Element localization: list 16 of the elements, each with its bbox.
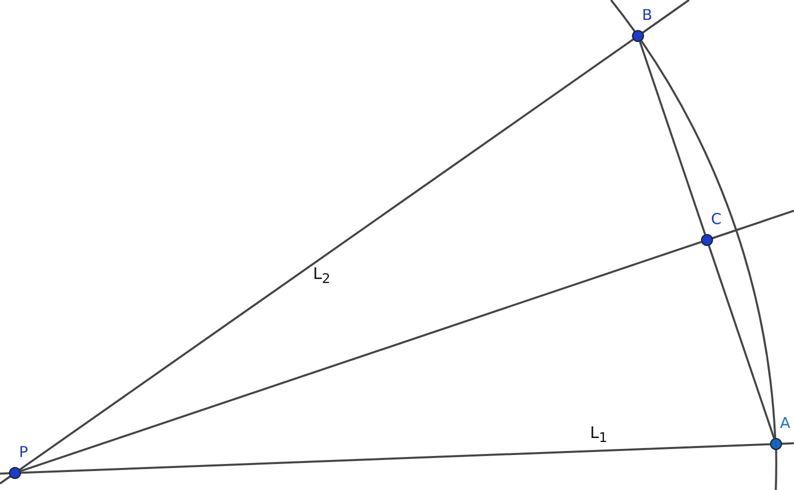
point-label: A: [780, 416, 790, 431]
line-label: L$_{2}$: [313, 266, 330, 287]
line-label: L$_{1}$: [590, 425, 608, 446]
point-marker: [770, 438, 782, 450]
point-marker: [632, 30, 644, 42]
point-label: P: [19, 445, 28, 460]
line-segment: [19, 38, 634, 470]
line-segment: [20, 443, 770, 474]
point-marker: [9, 467, 21, 479]
line-segment: [638, 41, 706, 235]
line-segment: [20, 240, 702, 472]
point-label: C: [711, 212, 722, 227]
circle-arc: [640, 40, 776, 438]
point-marker: [701, 234, 713, 246]
line-segment: [708, 245, 776, 439]
point-label: B: [642, 8, 652, 23]
